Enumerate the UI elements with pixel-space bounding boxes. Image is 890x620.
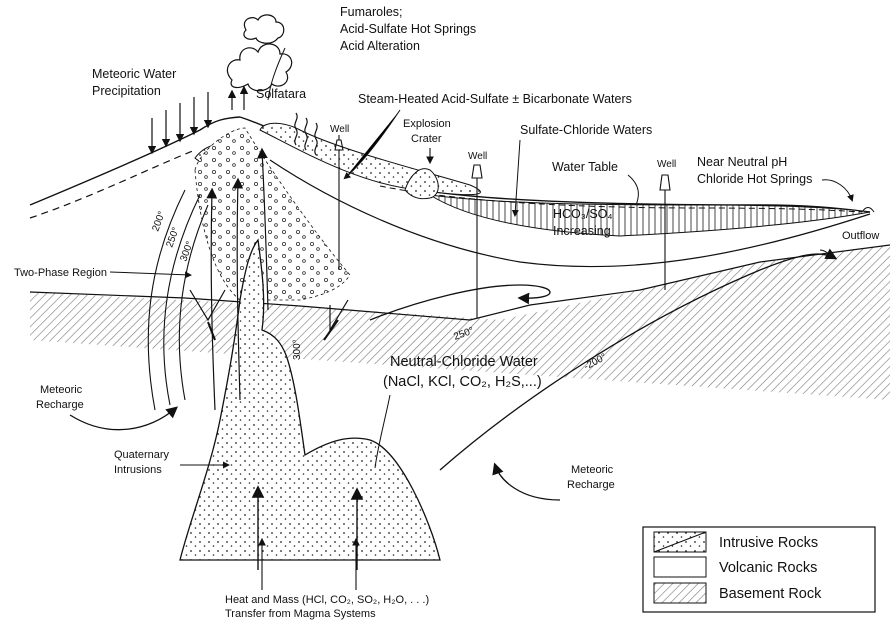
precipitation-arrows bbox=[152, 92, 208, 152]
svg-text:Chloride Hot Springs: Chloride Hot Springs bbox=[697, 172, 812, 186]
label-meteoric-precipitation: Meteoric Water Precipitation bbox=[92, 67, 176, 98]
svg-text:Acid Alteration: Acid Alteration bbox=[340, 39, 420, 53]
legend: Intrusive Rocks Volcanic Rocks Basement … bbox=[643, 527, 875, 612]
volcano-flank-left-dashed bbox=[30, 150, 195, 218]
legend-label-intrusive: Intrusive Rocks bbox=[719, 535, 818, 551]
label-heat-mass: Heat and Mass (HCl, CO₂, SO₂, H₂O, . . .… bbox=[225, 594, 429, 620]
svg-text:Neutral-Chloride Water: Neutral-Chloride Water bbox=[390, 354, 538, 370]
label-near-neutral: Near Neutral pH Chloride Hot Springs bbox=[697, 155, 812, 186]
label-two-phase: Two-Phase Region bbox=[14, 267, 107, 279]
label-well-2: Well bbox=[468, 151, 487, 162]
label-solfatara: Solfatara bbox=[256, 87, 306, 101]
svg-text:Quaternary: Quaternary bbox=[114, 449, 170, 461]
leader-water-table bbox=[628, 175, 638, 205]
label-water-table: Water Table bbox=[552, 160, 618, 174]
label-steam-heated: Steam-Heated Acid-Sulfate ± Bicarbonate … bbox=[358, 92, 632, 106]
hot-spring-wave bbox=[822, 180, 852, 200]
svg-text:Meteoric: Meteoric bbox=[40, 384, 83, 396]
label-well-1: Well bbox=[330, 124, 349, 135]
svg-text:Precipitation: Precipitation bbox=[92, 84, 161, 98]
isotherm-300-left: 300° bbox=[178, 240, 195, 263]
svg-text:Explosion: Explosion bbox=[403, 118, 451, 130]
svg-text:HCO₃/SO₄: HCO₃/SO₄ bbox=[553, 207, 613, 221]
svg-text:(NaCl, KCl, CO₂, H₂S,...): (NaCl, KCl, CO₂, H₂S,...) bbox=[383, 374, 542, 390]
label-outflow: Outflow bbox=[842, 230, 879, 242]
steam-heated-lens bbox=[260, 123, 480, 194]
svg-text:Recharge: Recharge bbox=[36, 399, 84, 411]
svg-text:Crater: Crater bbox=[411, 133, 442, 145]
label-fumaroles: Fumaroles; Acid-Sulfate Hot Springs Acid… bbox=[340, 5, 476, 53]
label-meteoric-recharge-right: Meteoric Recharge bbox=[567, 464, 615, 491]
svg-text:Meteoric Water: Meteoric Water bbox=[92, 67, 176, 81]
svg-text:Acid-Sulfate Hot Springs: Acid-Sulfate Hot Springs bbox=[340, 22, 476, 36]
legend-label-volcanic: Volcanic Rocks bbox=[719, 560, 817, 576]
recharge-arrow-right bbox=[495, 465, 560, 500]
legend-swatch-basement bbox=[654, 583, 706, 603]
legend-label-basement: Basement Rock bbox=[719, 586, 822, 602]
legend-swatch-volcanic bbox=[654, 557, 706, 577]
sulfate-chloride-zone bbox=[430, 195, 870, 236]
svg-text:Near Neutral pH: Near Neutral pH bbox=[697, 155, 787, 169]
isotherm-200-left: 200° bbox=[150, 210, 167, 233]
isotherm-300-center: 300° bbox=[292, 339, 303, 360]
svg-text:Fumaroles;: Fumaroles; bbox=[340, 5, 403, 19]
label-well-3: Well bbox=[657, 159, 676, 170]
label-meteoric-recharge-left: Meteoric Recharge bbox=[36, 384, 84, 411]
recharge-arrow-left bbox=[70, 408, 176, 430]
svg-text:Intrusions: Intrusions bbox=[114, 464, 162, 476]
label-explosion-crater: Explosion Crater bbox=[403, 118, 451, 145]
svg-text:Increasing: Increasing bbox=[553, 224, 611, 238]
leader-two-phase bbox=[110, 272, 190, 275]
svg-text:Heat and Mass (HCl, CO₂, SO₂,: Heat and Mass (HCl, CO₂, SO₂, H₂O, . . .… bbox=[225, 594, 429, 606]
svg-text:Transfer from Magma Systems: Transfer from Magma Systems bbox=[225, 608, 376, 620]
svg-text:Meteoric: Meteoric bbox=[571, 464, 614, 476]
svg-text:Recharge: Recharge bbox=[567, 479, 615, 491]
label-sulfate-chloride: Sulfate-Chloride Waters bbox=[520, 123, 652, 137]
label-quaternary-intrusions: Quaternary Intrusions bbox=[114, 449, 170, 476]
